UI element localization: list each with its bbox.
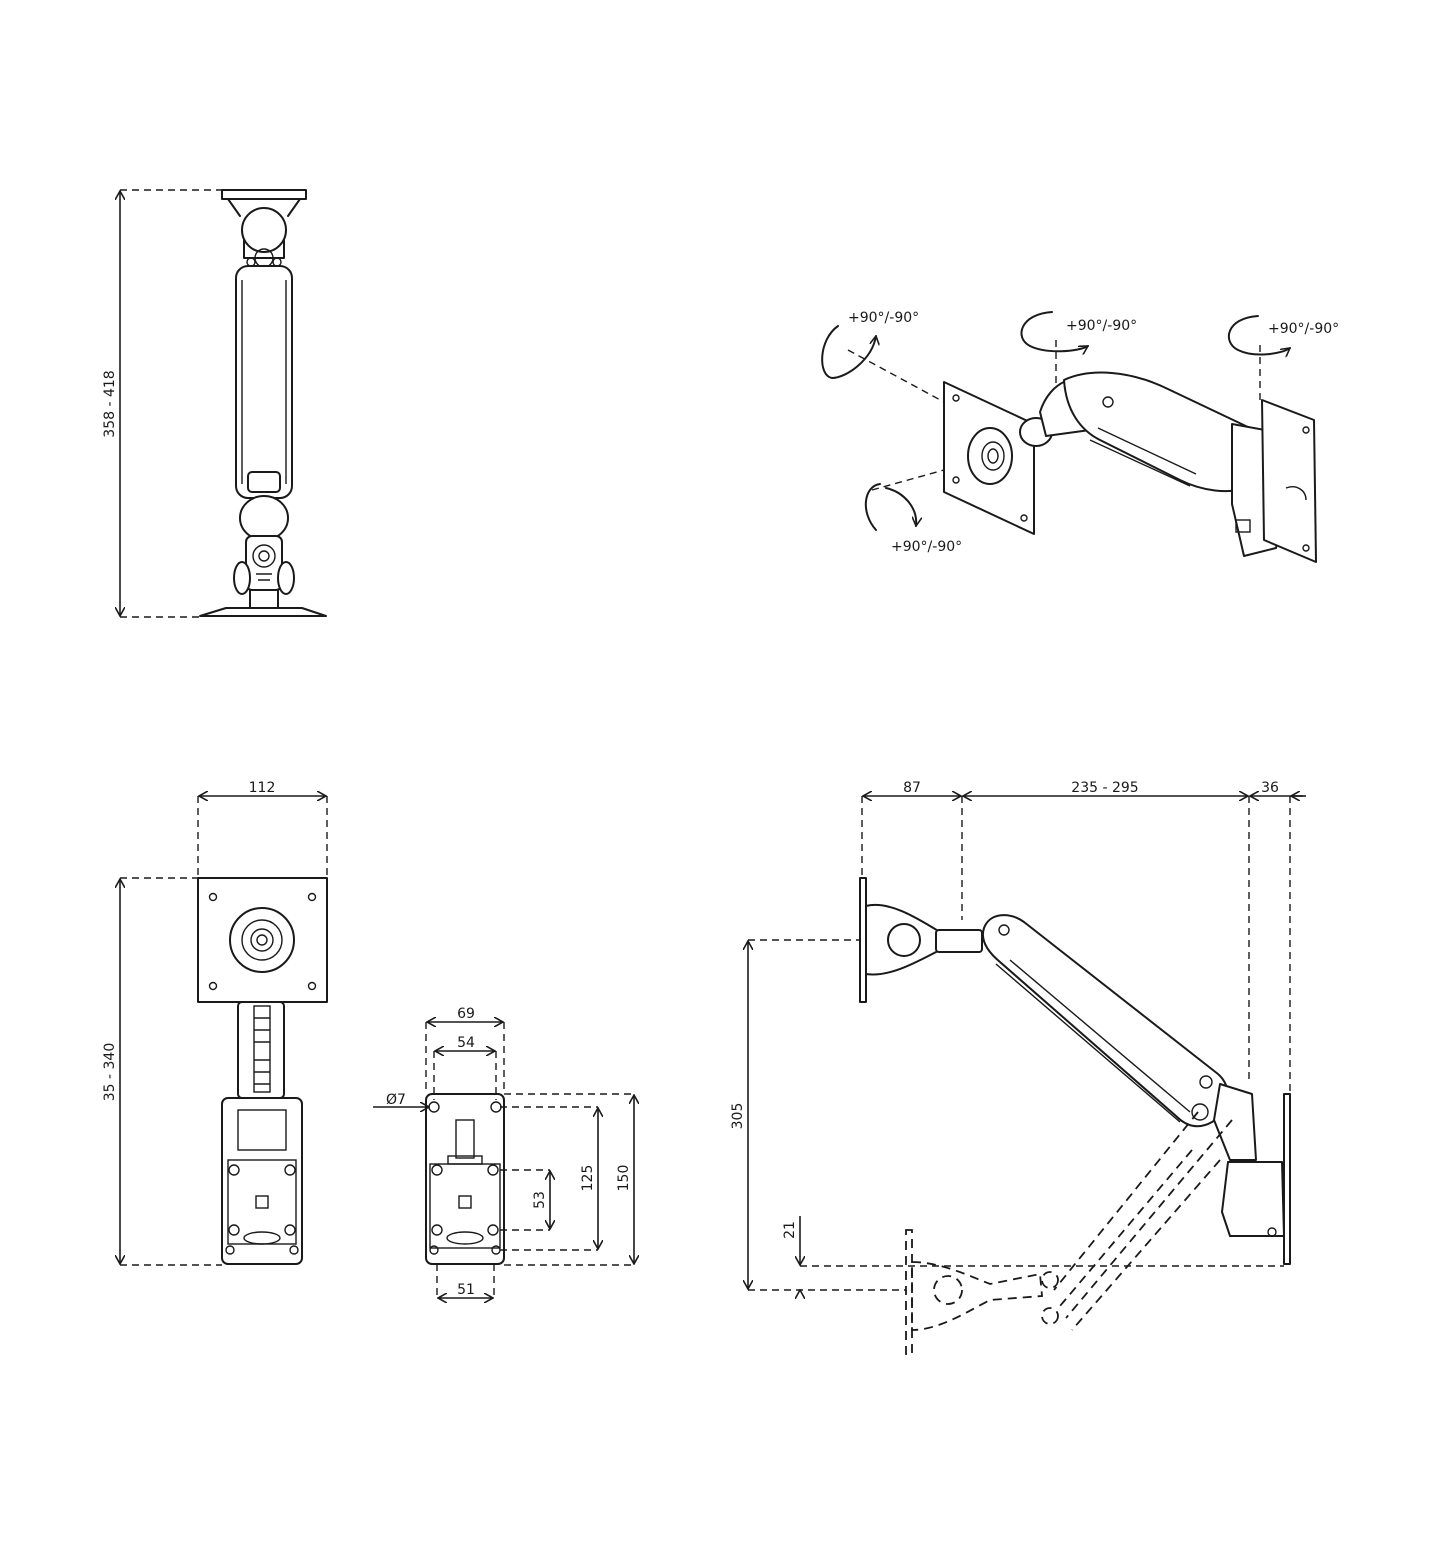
- reach-plate-depth-label: 36: [1261, 780, 1279, 796]
- reach-range-label: 235 - 295: [1071, 780, 1138, 796]
- plate-height-mid-label: 125: [580, 1165, 596, 1192]
- plate-height-small-label: 53: [532, 1191, 548, 1209]
- plate-height-total-label: 150: [616, 1165, 632, 1192]
- rotation-label-swivel-right: +90°/-90°: [1268, 321, 1339, 337]
- plate-width-bottom-label: 51: [457, 1282, 475, 1298]
- front-view: [120, 796, 328, 1266]
- reach-height-label: 305: [730, 1103, 746, 1130]
- isometric-view: [821, 311, 1317, 563]
- rotation-label-swivel-mid: +90°/-90°: [1066, 318, 1137, 334]
- plate-width-top-label: 69: [457, 1006, 475, 1022]
- reach-offset-label: 87: [903, 780, 921, 796]
- front-height-label: 35 - 340: [102, 1043, 118, 1102]
- reach-low-label: 21: [782, 1221, 798, 1239]
- side-height-label: 358 - 418: [102, 370, 118, 437]
- side-view: [120, 189, 327, 618]
- wall-plate-view: [373, 1022, 634, 1298]
- front-width-label: 112: [249, 780, 276, 796]
- plate-width-inner-label: 54: [457, 1035, 475, 1051]
- plate-hole-label: Ø7: [386, 1092, 406, 1108]
- reach-view: [748, 796, 1306, 1355]
- rotation-label-rotate: +90°/-90°: [891, 539, 962, 555]
- rotation-label-tilt: +90°/-90°: [848, 310, 919, 326]
